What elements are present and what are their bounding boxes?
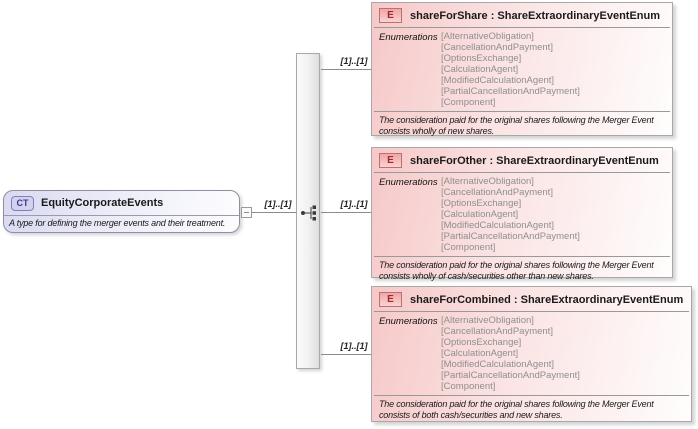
enumeration-value: [ModifiedCalculationAgent]: [441, 75, 555, 86]
element-header-shareForOther[interactable]: E shareForOther : ShareExtraordinaryEven…: [372, 148, 672, 172]
cardinality-label-shareForShare: [1]..[1]: [340, 56, 368, 66]
enumeration-value: [Component]: [441, 242, 496, 253]
sequence-icon: [301, 205, 316, 221]
enumeration-value: [AlternativeObligation]: [441, 31, 534, 42]
divider: [374, 111, 670, 112]
divider: [374, 27, 670, 28]
enumeration-value: [Component]: [441, 97, 496, 108]
enumeration-value: [CalculationAgent]: [441, 64, 519, 75]
enumeration-value: [PartialCancellationAndPayment]: [441, 86, 580, 97]
element-header-shareForShare[interactable]: E shareForShare : ShareExtraordinaryEven…: [372, 3, 672, 27]
cardinality-label-shareForCombined: [1]..[1]: [340, 341, 368, 351]
enumeration-list: [AlternativeObligation] [CancellationAnd…: [441, 315, 580, 392]
enumeration-value: [PartialCancellationAndPayment]: [441, 231, 580, 242]
divider: [374, 395, 689, 396]
element-box-shareForCombined: E shareForCombined : ShareExtraordinaryE…: [371, 286, 692, 422]
element-badge-icon: E: [379, 8, 402, 23]
enumeration-value: [AlternativeObligation]: [441, 176, 534, 187]
minus-dash-icon: [244, 212, 249, 213]
element-title-shareForShare[interactable]: shareForShare : ShareExtraordinaryEventE…: [410, 9, 661, 22]
connector-line-shareForCombined: [321, 354, 371, 355]
connector-line-shareForOther: [321, 212, 371, 213]
enumeration-value: [Component]: [441, 381, 496, 392]
enumeration-value: [CancellationAndPayment]: [441, 42, 553, 53]
element-title-shareForCombined[interactable]: shareForCombined : ShareExtraordinaryEve…: [410, 293, 684, 306]
connector-line-left: [251, 212, 296, 213]
element-title-shareForOther[interactable]: shareForOther : ShareExtraordinaryEventE…: [410, 154, 659, 167]
enumeration-value: [CalculationAgent]: [441, 209, 519, 220]
element-description-shareForOther: The consideration paid for the original …: [379, 260, 654, 281]
element-description-shareForCombined: The consideration paid for the original …: [379, 399, 654, 420]
enumerations-label: Enumerations: [379, 32, 438, 43]
element-box-shareForShare: E shareForShare : ShareExtraordinaryEven…: [371, 2, 673, 136]
element-header-shareForCombined[interactable]: E shareForCombined : ShareExtraordinaryE…: [372, 287, 691, 311]
complex-type-badge-icon: CT: [11, 195, 34, 211]
connector-line-shareForShare: [321, 69, 371, 70]
cardinality-label-shareForOther: [1]..[1]: [340, 199, 368, 209]
element-box-shareForOther: E shareForOther : ShareExtraordinaryEven…: [371, 147, 673, 281]
enumeration-value: [CalculationAgent]: [441, 348, 519, 359]
enumeration-value: [ModifiedCalculationAgent]: [441, 220, 555, 231]
divider: [374, 256, 670, 257]
enumeration-value: [CancellationAndPayment]: [441, 326, 553, 337]
enumerations-label: Enumerations: [379, 177, 438, 188]
divider: [374, 172, 670, 173]
enumeration-list: [AlternativeObligation] [CancellationAnd…: [441, 31, 580, 108]
complex-type-header[interactable]: CT EquityCorporateEvents: [4, 191, 239, 216]
sequence-compositor-bar: [296, 53, 320, 369]
enumeration-value: [PartialCancellationAndPayment]: [441, 370, 580, 381]
complex-type-description: A type for defining the merger events an…: [9, 218, 226, 228]
complex-type-title: EquityCorporateEvents: [41, 197, 164, 209]
enumerations-label: Enumerations: [379, 316, 438, 327]
enumeration-value: [AlternativeObligation]: [441, 315, 534, 326]
element-badge-icon: E: [379, 153, 402, 168]
enumeration-value: [OptionsExchange]: [441, 337, 522, 348]
element-description-shareForShare: The consideration paid for the original …: [379, 115, 654, 136]
divider: [374, 311, 689, 312]
enumeration-value: [OptionsExchange]: [441, 198, 522, 209]
enumeration-value: [ModifiedCalculationAgent]: [441, 359, 555, 370]
enumeration-value: [CancellationAndPayment]: [441, 187, 553, 198]
cardinality-label-left: [1]..[1]: [264, 199, 292, 209]
element-badge-icon: E: [379, 292, 402, 307]
enumeration-list: [AlternativeObligation] [CancellationAnd…: [441, 176, 580, 253]
complex-type-box: CT EquityCorporateEvents A type for defi…: [3, 190, 240, 233]
enumeration-value: [OptionsExchange]: [441, 53, 522, 64]
